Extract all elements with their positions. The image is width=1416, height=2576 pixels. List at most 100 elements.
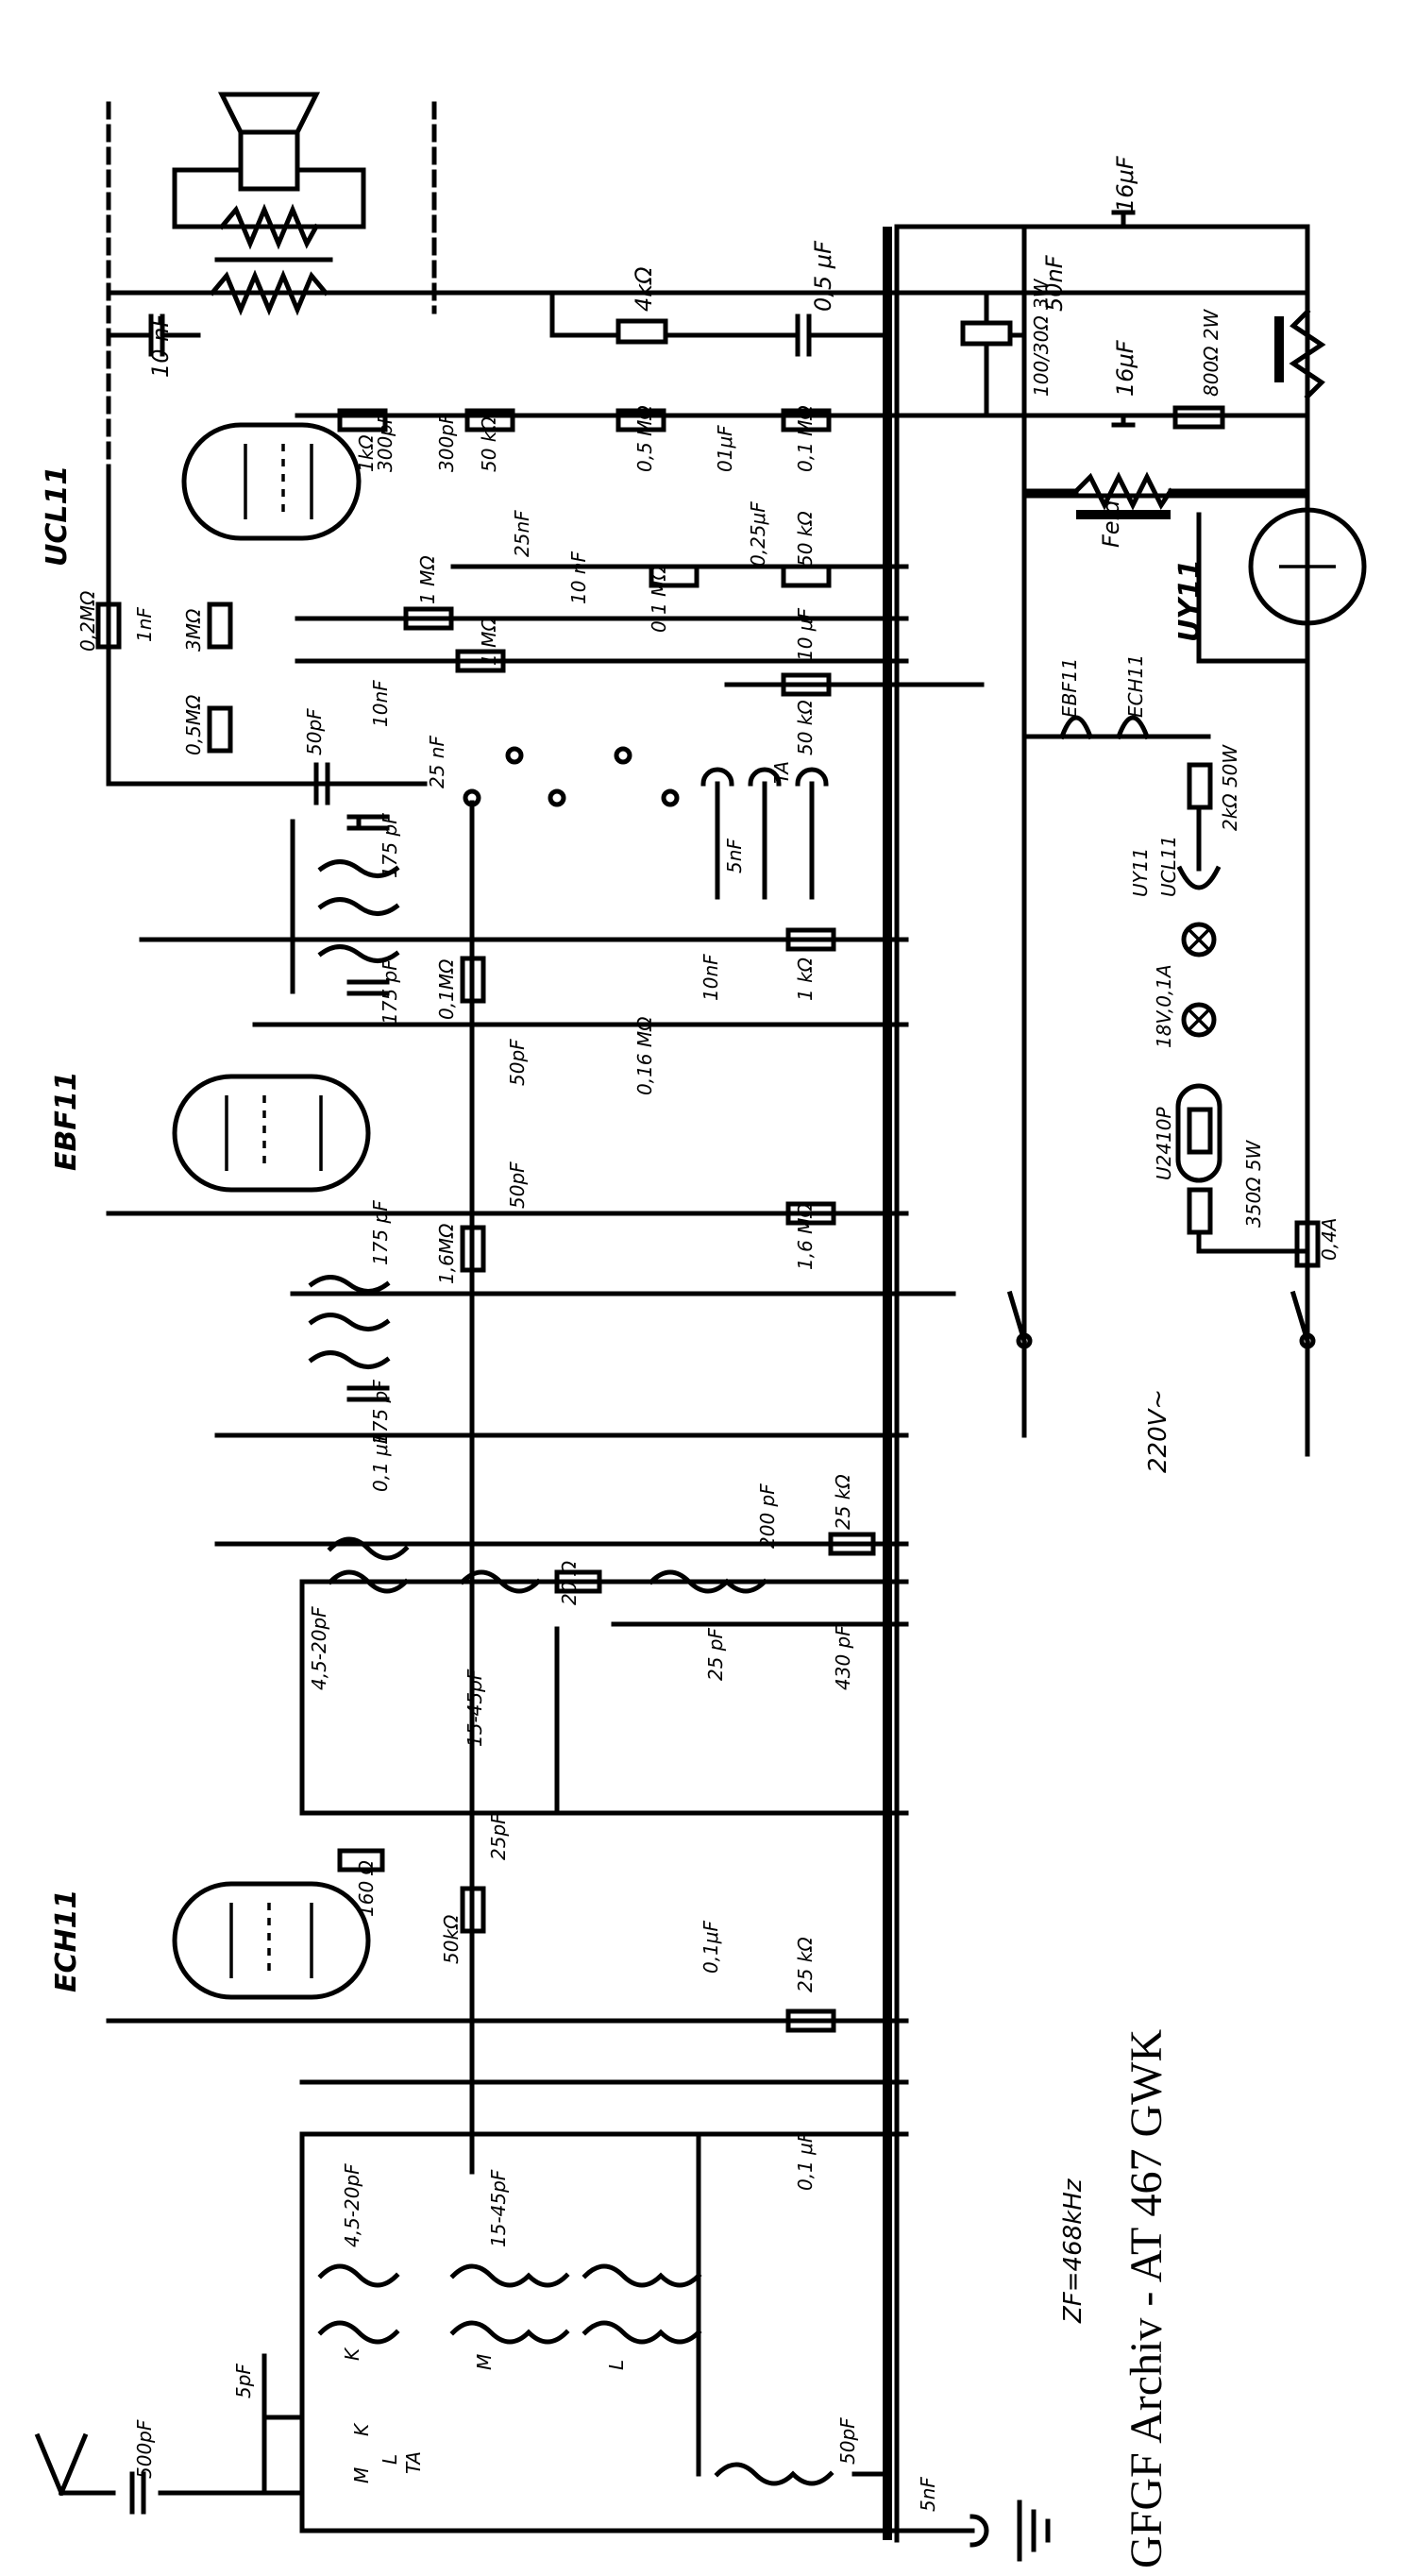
tube-label-ebf11: EBF11 <box>50 1071 83 1171</box>
label-c50pf-a: 50pF <box>303 708 326 755</box>
label-c10nf-c: 10nF <box>369 680 392 727</box>
label-c200pf: 200 pF <box>756 1483 779 1549</box>
filter-resistor <box>1289 308 1326 400</box>
tube-ucl11 <box>181 422 362 541</box>
label-c175-a: 175 pF <box>379 813 401 878</box>
label-c50nf: 50nF <box>1041 254 1068 312</box>
if-transformer-1 <box>290 819 400 994</box>
label-r50k-a: 50 kΩ <box>478 416 500 472</box>
res-3m <box>207 602 233 650</box>
earth-ground-icon <box>894 2500 1051 2562</box>
heater-label-ebf11: EBF11 <box>1058 658 1081 718</box>
res-05m-b <box>207 705 233 754</box>
heater-lamps: 18V,0,1A <box>1153 964 1175 1048</box>
heater-uy11: UY11 <box>1129 848 1152 897</box>
label-r3m: 3MΩ <box>182 608 205 652</box>
label-c25nf-b: 25 nF <box>426 736 448 788</box>
label-c5nf-b: 5nF <box>917 2477 939 2512</box>
label-c430: 430 pF <box>832 1625 854 1690</box>
res-50k-a <box>464 408 515 432</box>
label-c50pf-c: 50pF <box>506 1161 529 1209</box>
label-c500pf: 500pF <box>133 2419 156 2479</box>
res-20 <box>554 1569 602 1594</box>
res-2k <box>1187 762 1213 810</box>
label-coil-m: M <box>473 2354 496 2370</box>
label-coil-l: L <box>605 2360 628 2370</box>
label-r1k: 1kΩ <box>355 434 378 472</box>
res-50k-d <box>460 1886 486 1934</box>
label-r016m: 0,16 MΩ <box>633 1016 656 1095</box>
label-c5pf: 5pF <box>232 2364 255 2398</box>
label-c300b: 300pF <box>435 413 458 472</box>
label-sw-ta: TA <box>402 2451 425 2474</box>
label-coil-k: K <box>341 2347 363 2361</box>
heater-ucl11: UCL11 <box>1157 836 1180 897</box>
label-r25k-b: 25 kΩ <box>794 1937 817 1992</box>
mains-switch[interactable] <box>1006 1290 1316 1349</box>
label-c5nf: 5nF <box>723 839 746 873</box>
label-r05m-b: 0,5MΩ <box>182 694 205 755</box>
label-c1nf: 1nF <box>133 607 156 642</box>
label-field-coil: Feld <box>1098 500 1124 548</box>
label-r100-30: 100/30Ω 3W <box>1030 278 1053 397</box>
tube-label-ech11: ECH11 <box>50 1890 83 1992</box>
label-r1k-b: 1 kΩ <box>794 957 817 1001</box>
label-c175-b: 175 pF <box>379 959 401 1025</box>
pilot-lamp-1 <box>1181 922 1217 958</box>
res-4k <box>615 318 668 345</box>
field-coil <box>1072 471 1174 519</box>
label-c300a: 300pF <box>374 413 396 472</box>
label-sw-k: K <box>350 2422 373 2436</box>
label-c025uf: 0,25μF <box>747 501 769 567</box>
label-c01uf-b: 0,1 μF <box>369 1432 392 1492</box>
tube-ebf11 <box>172 1074 371 1193</box>
label-r16m: 1,6 MΩ <box>794 1203 817 1270</box>
speaker-icon <box>217 92 321 192</box>
cap-10nf-top <box>106 314 201 357</box>
output-transformer <box>209 203 333 316</box>
label-c50pf-b: 50pF <box>506 1039 529 1086</box>
res-50k-b <box>781 564 832 588</box>
res-02m <box>95 602 122 650</box>
u2410p-regulator <box>1175 1083 1222 1183</box>
res-01m-c <box>460 956 486 1004</box>
label-c25pf: 25 pF <box>704 1627 727 1681</box>
label-c16uf-a: 16μF <box>1112 155 1138 212</box>
label-r01m-c: 0,1MΩ <box>435 958 458 1020</box>
label-c10uf: 10 μF <box>794 607 817 661</box>
label-r20: 20 Ω <box>558 1560 581 1605</box>
label-c10nf-b: 10 nF <box>567 551 590 604</box>
heater-r2k: 2kΩ 50W <box>1219 744 1241 831</box>
tube-uy11 <box>1248 507 1367 626</box>
label-c175-d: 175 pF <box>369 1380 392 1445</box>
res-800 <box>1172 405 1225 430</box>
res-100-30 <box>960 320 1013 347</box>
heater-r350: 350Ω 5W <box>1242 1139 1265 1228</box>
label-c10nf-top: 10 nF <box>147 314 174 378</box>
label-c16uf-b: 16μF <box>1112 339 1138 397</box>
if-transformer-2 <box>308 1275 391 1369</box>
label-c1545-b: 15-45pF <box>487 2169 510 2247</box>
res-160 <box>337 1848 385 1873</box>
label-r25k-a: 25 kΩ <box>832 1474 854 1530</box>
label-r50-b: 50 kΩ <box>794 511 817 567</box>
label-c175-c: 175 pF <box>369 1200 392 1265</box>
tube-label-uy11: UY11 <box>1173 559 1206 642</box>
label-c01uf: 01μF <box>714 425 736 472</box>
heater-u2410p: U2410P <box>1153 1106 1175 1180</box>
label-r16m-b: 1,6MΩ <box>435 1223 458 1284</box>
label-c05uf: 0,5 μF <box>810 240 836 312</box>
label-c01uf-c: 0,1μF <box>700 1920 722 1974</box>
label-c10nf-d: 10nF <box>700 954 722 1001</box>
label-c25nf: 25nF <box>511 510 533 557</box>
res-16m-b <box>460 1225 486 1273</box>
osc-coils <box>327 1536 768 1594</box>
heater-ucl11 <box>1176 865 1222 890</box>
label-c01uf-d: 0,1 μF <box>794 2131 817 2191</box>
label-c50pf-d: 50pF <box>836 2417 859 2465</box>
heater-label-ech11: ECH11 <box>1124 654 1147 718</box>
label-r01m-b: 0,1 MΩ <box>648 566 670 633</box>
res-1k <box>337 408 388 432</box>
